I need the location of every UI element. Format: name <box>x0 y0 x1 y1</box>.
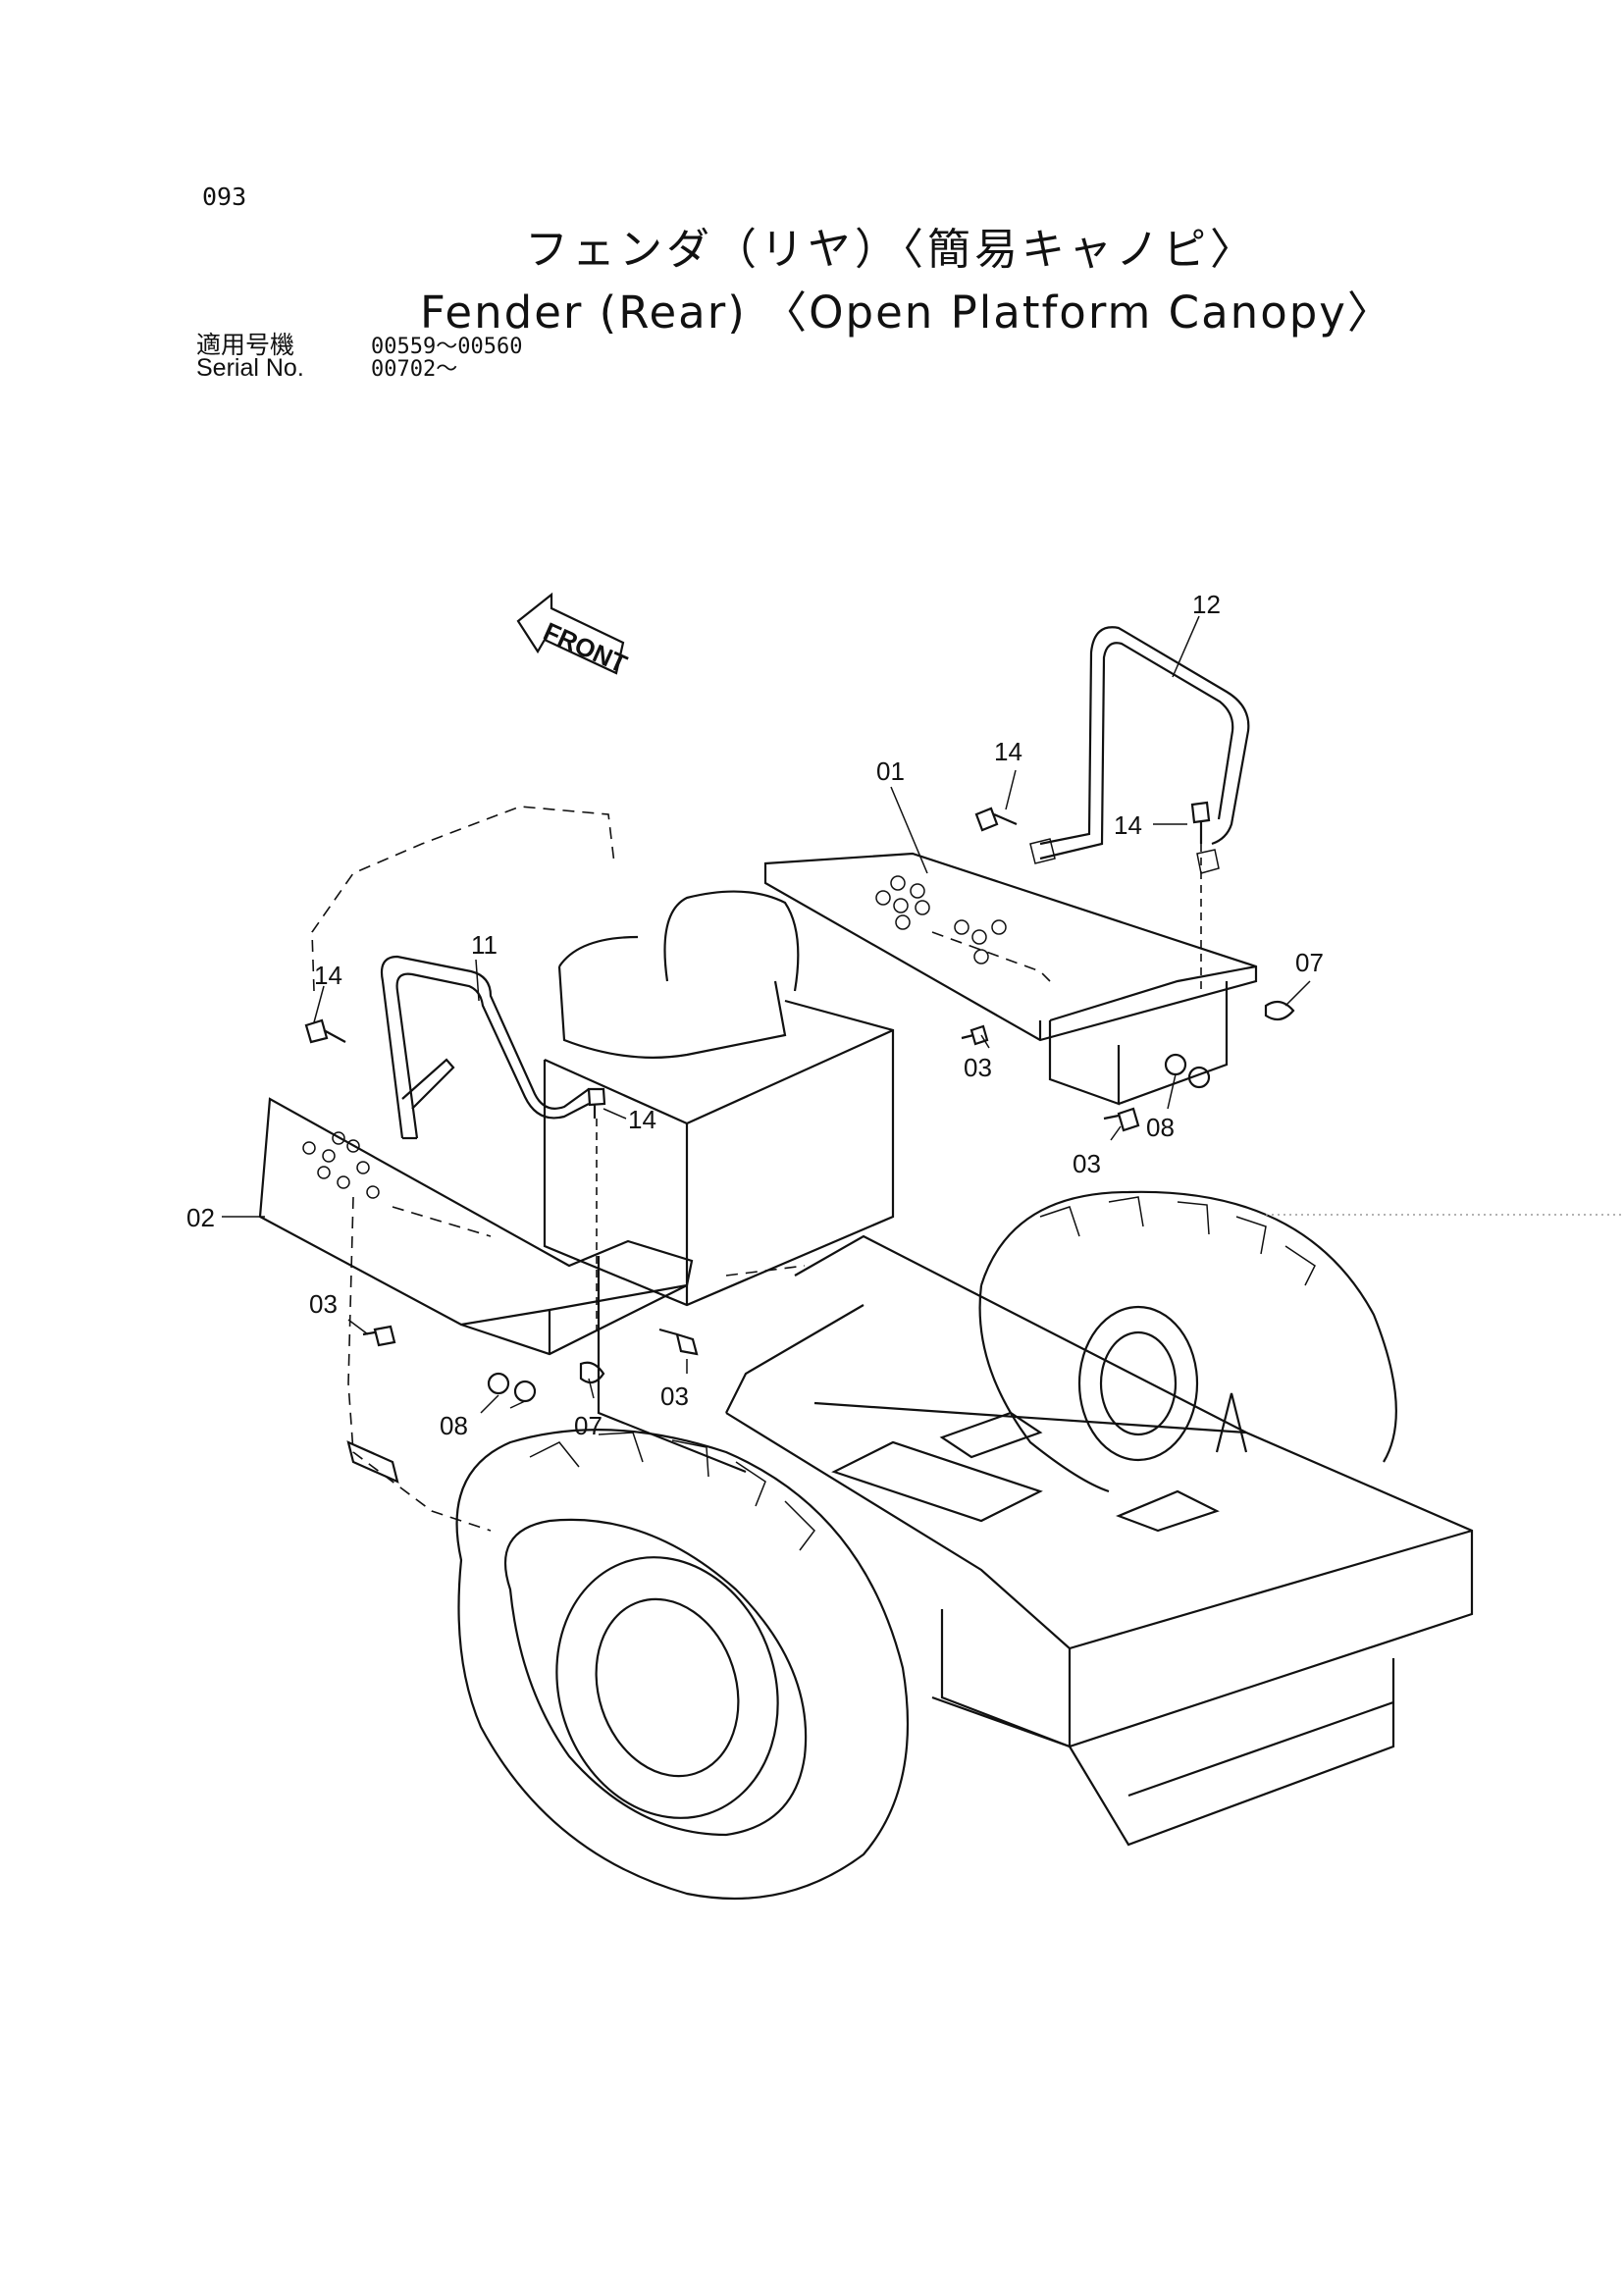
callout-14-d: 14 <box>628 1105 656 1134</box>
serial-label-english: Serial No. <box>196 354 304 382</box>
part-12-right-handrail <box>1029 626 1250 874</box>
left-rear-tire <box>455 1429 910 1901</box>
main-body-box <box>543 999 895 1474</box>
right-rear-tire <box>978 1190 1397 1493</box>
serial-label-japanese: 適用号機 <box>196 332 295 359</box>
callout-07-b: 07 <box>574 1411 602 1440</box>
part-01-right-step-plate <box>763 852 1258 1106</box>
callout-03-c: 03 <box>309 1289 338 1319</box>
operator-seat <box>557 890 800 1059</box>
canopy-outline <box>311 806 806 1532</box>
leader-lines <box>222 615 1311 1414</box>
callout-14-b: 14 <box>1114 810 1142 840</box>
callout-14-a: 14 <box>994 737 1022 766</box>
callout-08-a: 08 <box>1146 1113 1175 1142</box>
front-arrow-icon: FRONT <box>516 592 632 679</box>
callout-01: 01 <box>876 756 905 786</box>
part-11-left-handrail <box>380 955 590 1140</box>
serial-row-number: Serial No. 00702～ <box>196 351 457 383</box>
chassis-frame <box>725 1234 1474 1847</box>
page-number: 093 <box>202 182 247 211</box>
callout-02: 02 <box>186 1203 215 1232</box>
callout-11: 11 <box>471 930 498 960</box>
callout-07-a: 07 <box>1295 948 1324 977</box>
callout-03-a: 03 <box>964 1053 992 1082</box>
page-title-japanese: フェンダ（リヤ）〈簡易キャノピ〉 <box>525 225 1257 275</box>
callout-03-b: 03 <box>1073 1149 1101 1178</box>
part-02-left-step-plate <box>258 1097 694 1356</box>
callout-12: 12 <box>1192 590 1221 619</box>
callout-08-b: 08 <box>440 1411 468 1440</box>
fasteners <box>304 801 1295 1484</box>
serial-row-applicable: 適用号機 00559～00560 <box>196 326 522 361</box>
page-title-english: Fender (Rear) 〈Open Platform Canopy〉 <box>420 287 1393 339</box>
callout-03-d: 03 <box>660 1382 689 1411</box>
callout-14-c: 14 <box>314 961 342 990</box>
serial-range-1: 00559～00560 <box>371 335 523 359</box>
serial-range-2: 00702～ <box>371 357 458 382</box>
